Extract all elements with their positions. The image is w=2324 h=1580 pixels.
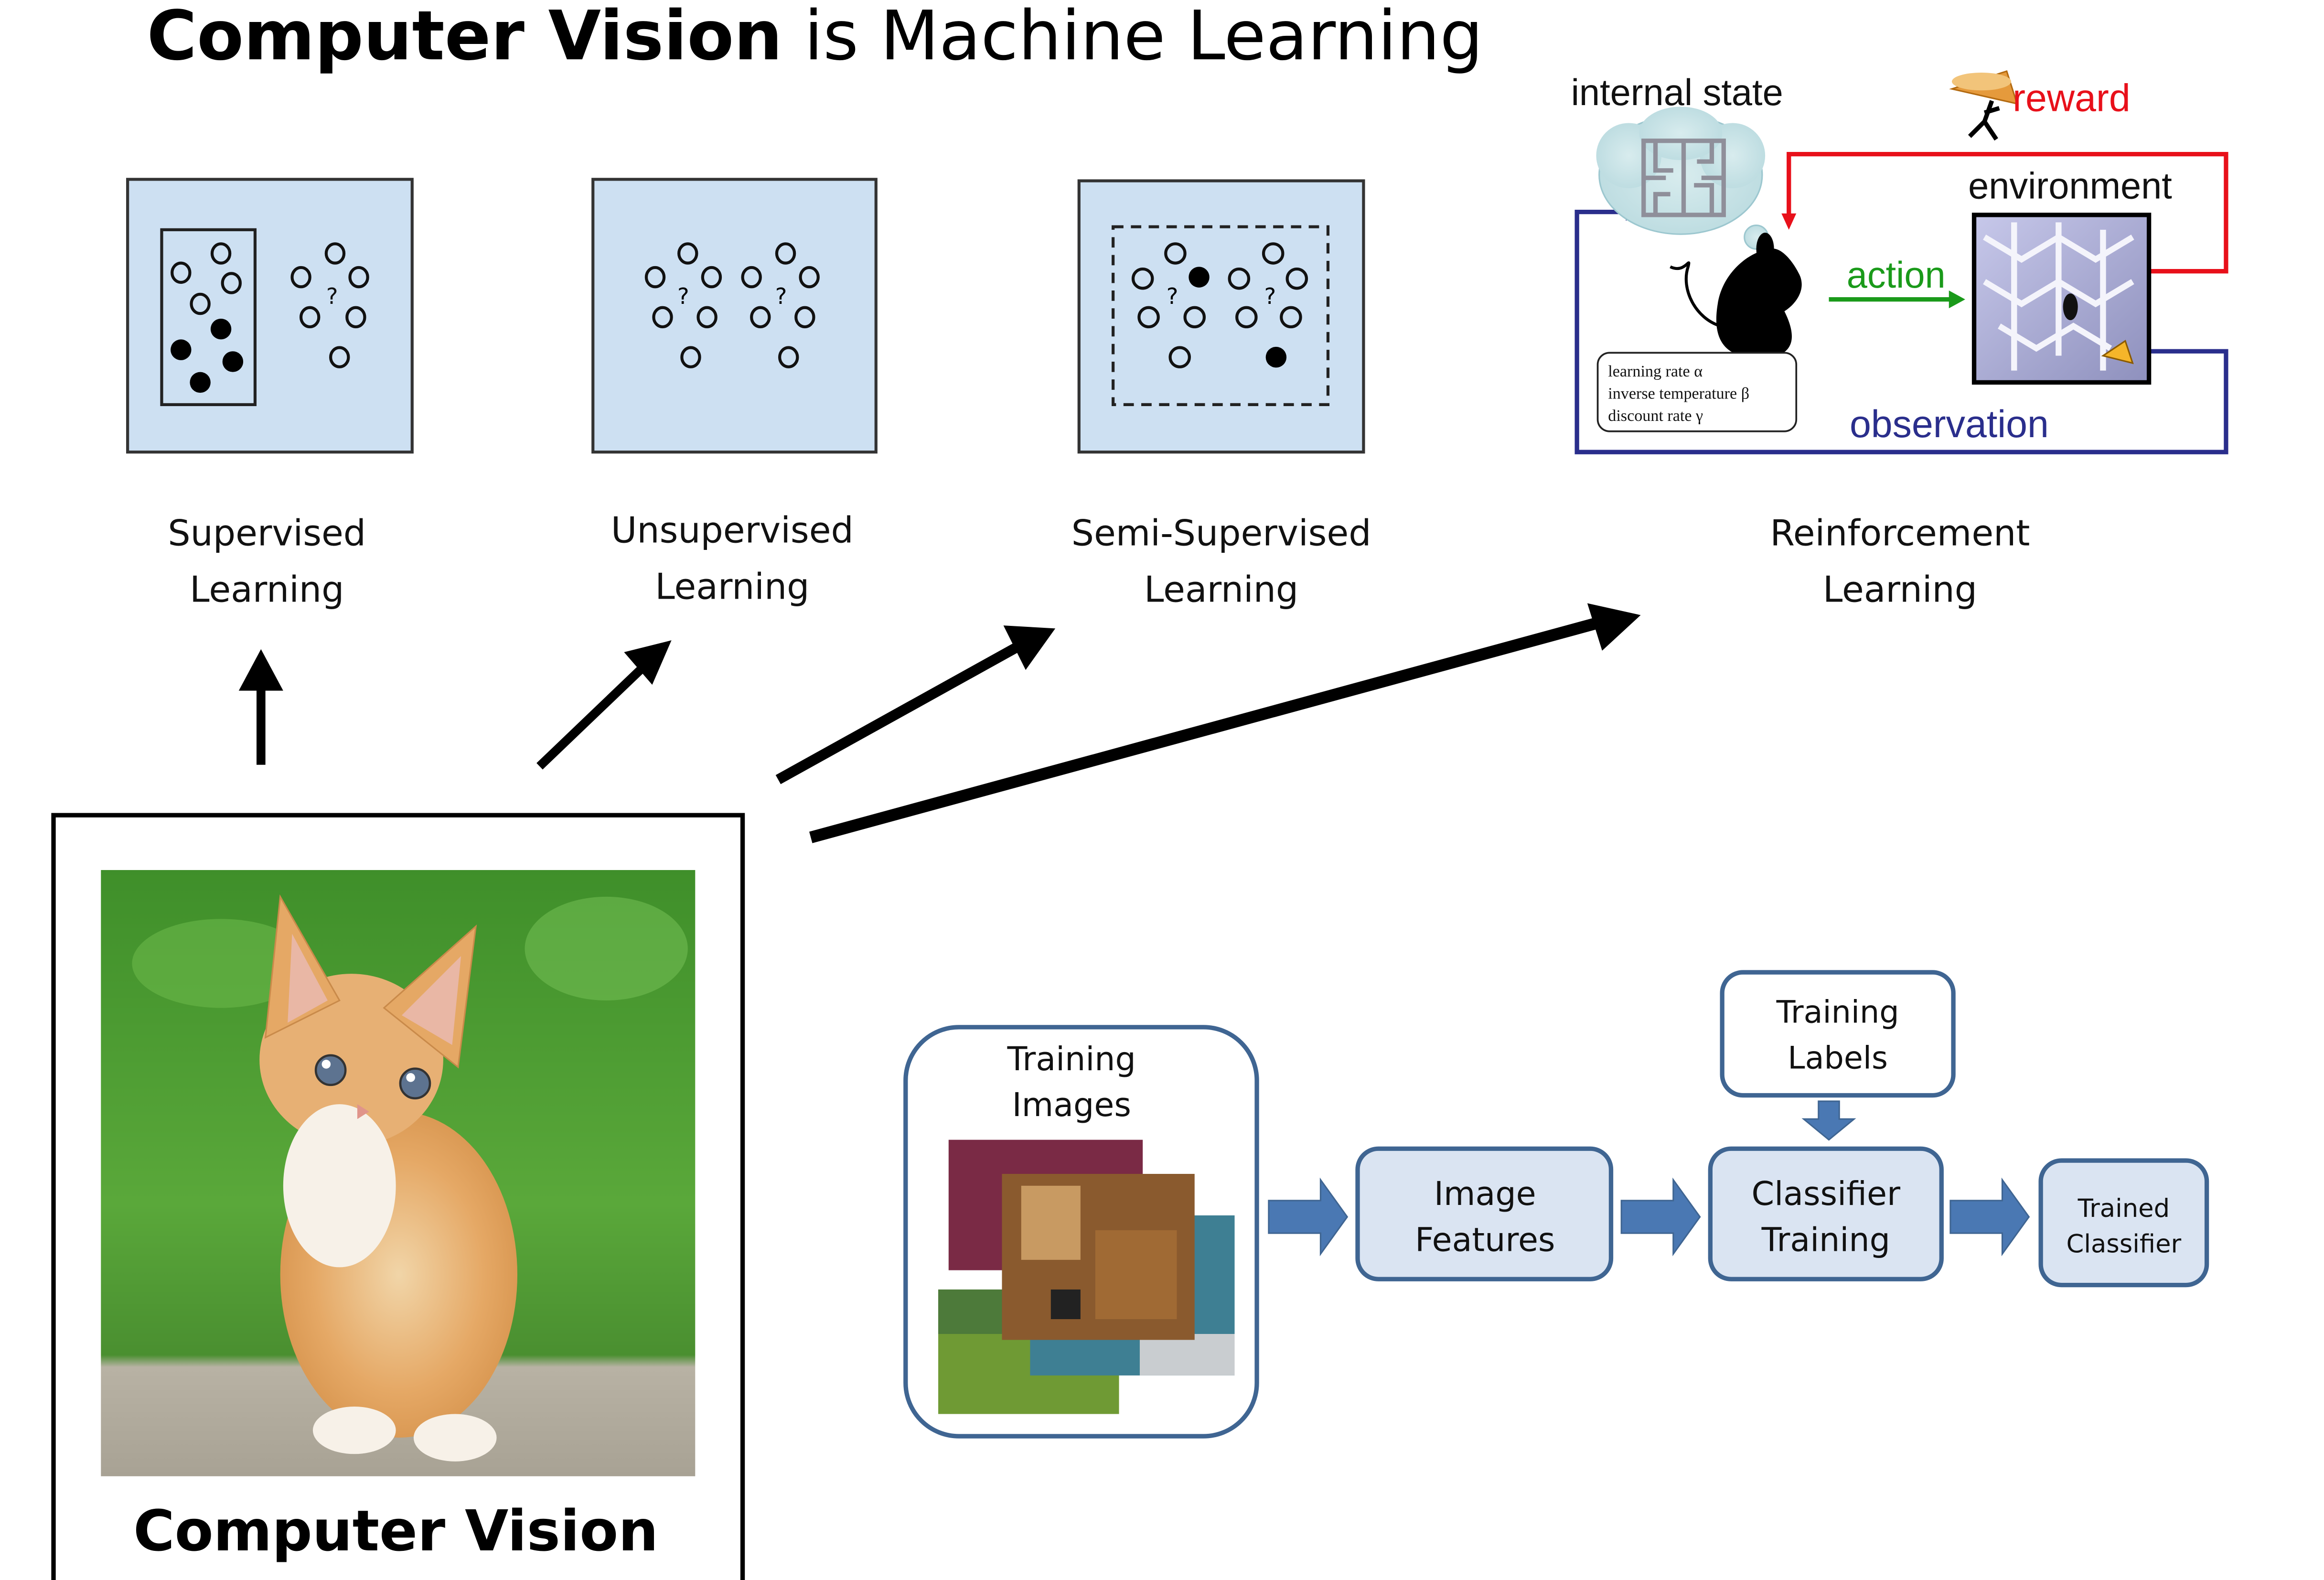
supervised-label-line2: Learning (190, 569, 344, 611)
training-labels-line1: Training (1776, 995, 1899, 1031)
question-mark: ? (775, 283, 787, 309)
maze-icon (1971, 213, 2152, 385)
rl-observation-label: observation (1850, 403, 2049, 446)
unsupervised-diagram: ? ? (591, 178, 878, 454)
trained-classifier-line1: Trained (2078, 1194, 2170, 1223)
pipeline-arrow-2 (1620, 1177, 1701, 1257)
reinforcement-label-line1: Reinforcement (1770, 513, 2030, 554)
rl-param-discount-rate: discount rate γ (1608, 407, 1703, 425)
classifier-training-line2: Training (1761, 1221, 1890, 1259)
supervised-label-line1: Supervised (168, 513, 366, 554)
reinforcement-label-line2: Learning (1823, 569, 1977, 611)
rl-param-inverse-temperature: inverse temperature β (1608, 385, 1749, 403)
classifier-pipeline: Training Images Image (903, 970, 2209, 1439)
question-mark: ? (1167, 283, 1178, 309)
reward-runner-icon (1949, 70, 2018, 141)
semi-supervised-label-line2: Learning (1144, 569, 1298, 611)
page-title-bold: Computer Vision (147, 0, 782, 75)
learning-type-labels: Supervised Learning Unsupervised Learnin… (168, 509, 2030, 610)
rl-environment-label: environment (1968, 166, 2172, 207)
computer-vision-label: Computer Vision (133, 1498, 658, 1564)
image-features-box: Image Features (1355, 1146, 1614, 1281)
rl-reward-label: reward (2013, 77, 2131, 120)
trained-classifier-line2: Classifier (2067, 1229, 2182, 1258)
trained-classifier-box: Trained Classifier (2038, 1158, 2209, 1288)
training-images-line1: Training (1007, 1041, 1136, 1078)
image-features-line1: Image (1434, 1175, 1536, 1213)
rl-internal-state-label: internal state (1571, 72, 1783, 113)
unsupervised-label-line2: Learning (655, 566, 809, 607)
arrows (238, 603, 1641, 843)
training-images-line2: Images (1012, 1086, 1131, 1124)
page-title-rest: is Machine Learning (782, 0, 1483, 75)
rl-param-learning-rate: learning rate α (1608, 363, 1703, 380)
arrow-to-supervised (238, 649, 283, 765)
question-mark: ? (1264, 283, 1276, 309)
pipeline-arrow-1 (1268, 1177, 1349, 1257)
rat-icon (1670, 233, 1802, 358)
training-images-collage (938, 1139, 1235, 1414)
training-images-box: Training Images (903, 1025, 1259, 1439)
pipeline-arrow-3 (1949, 1177, 2030, 1257)
kitten-photo (101, 870, 696, 1476)
classifier-training-box: Classifier Training (1708, 1146, 1944, 1281)
classifier-training-line1: Classifier (1752, 1175, 1901, 1213)
thought-cloud-icon (1596, 107, 1782, 263)
training-labels-line2: Labels (1788, 1041, 1888, 1076)
rl-action-label: action (1847, 255, 1946, 296)
reinforcement-diagram: learning rate α inverse temperature β di… (1571, 70, 2228, 454)
pipeline-arrow-down (1801, 1100, 1856, 1141)
arrow-to-reinforcement (809, 603, 1641, 843)
arrow-to-unsupervised (536, 640, 672, 770)
semi-supervised-diagram: ? ? (1077, 179, 1365, 454)
supervised-diagram: ? (126, 178, 414, 454)
unsupervised-label-line1: Unsupervised (611, 509, 854, 551)
question-mark: ? (677, 283, 689, 309)
page-title: Computer Vision is Machine Learning (147, 0, 1483, 75)
question-mark: ? (326, 283, 338, 309)
arrow-to-semi-supervised (775, 625, 1056, 785)
semi-supervised-label-line1: Semi-Supervised (1071, 513, 1371, 554)
training-labels-box: Training Labels (1720, 970, 1956, 1098)
computer-vision-panel: Computer Vision (51, 813, 745, 1580)
image-features-line2: Features (1415, 1221, 1555, 1259)
